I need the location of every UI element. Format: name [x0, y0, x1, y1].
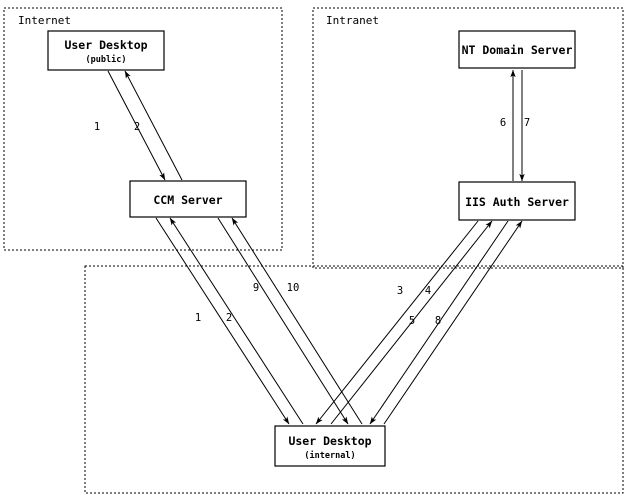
node-title-ccm-server: CCM Server — [153, 193, 222, 207]
flow-arrow-8-user-desktop-internal-to-iis-auth-server — [383, 220, 523, 425]
flow-step-label: 9 — [253, 282, 259, 294]
node-box-user-desktop-internal[interactable] — [274, 425, 386, 467]
zone-boundaries: Internet Intranet — [3, 7, 624, 494]
flow-arrow-9-ccm-server-to-user-desktop-internal — [217, 217, 349, 425]
node-iis-auth-server[interactable]: IIS Auth Server — [458, 181, 576, 221]
flow-arrow-3-iis-auth-server-to-user-desktop-internal — [315, 220, 479, 425]
flow-step-label: 3 — [397, 285, 403, 297]
node-box-user-desktop-public[interactable] — [47, 30, 165, 71]
flow-step-label: 6 — [500, 117, 506, 129]
node-box-iis-auth-server[interactable] — [458, 181, 576, 221]
node-ccm-server[interactable]: CCM Server — [129, 180, 247, 218]
zone-intranet: Intranet — [312, 7, 624, 269]
flow-step-label: 10 — [287, 282, 300, 294]
flow-step-label: 1 — [195, 312, 201, 324]
node-title-nt-domain-server: NT Domain Server — [462, 43, 573, 57]
node-title-iis-auth-server: IIS Auth Server — [465, 195, 569, 209]
node-user-desktop-public[interactable]: User Desktop (public) — [47, 30, 165, 71]
zone-boundary-internal-lan — [84, 265, 624, 494]
flow-step-label: 7 — [524, 117, 530, 129]
flow-arrow-4-user-desktop-internal-to-iis-auth-server — [330, 220, 493, 425]
flow-arrow-5-iis-auth-server-to-user-desktop-internal — [369, 220, 509, 425]
flow-step-label: 1 — [94, 121, 100, 133]
flow-step-label: 4 — [425, 285, 431, 297]
node-user-desktop-internal[interactable]: User Desktop (internal) — [274, 425, 386, 467]
node-subtitle-user-desktop-public: (public) — [86, 54, 127, 65]
zone-internal-lan — [84, 265, 624, 494]
flow-arrow-10-user-desktop-internal-to-ccm-server — [231, 217, 363, 425]
zone-label-internet: Internet — [18, 14, 71, 27]
flow-arrow-1-user-desktop-public-to-ccm-server — [107, 70, 166, 181]
node-boxes: User Desktop (public) CCM Server NT Domain … — [47, 30, 576, 467]
flow-arrow-2-ccm-server-to-user-desktop-public — [124, 70, 183, 181]
node-title-user-desktop-public: User Desktop — [64, 38, 147, 52]
node-box-nt-domain-server[interactable] — [458, 30, 576, 69]
zone-label-intranet: Intranet — [326, 14, 379, 27]
node-title-user-desktop-internal: User Desktop — [288, 434, 371, 448]
flow-step-label: 5 — [409, 315, 415, 327]
flow-arrows — [107, 69, 525, 425]
zone-boundary-intranet — [312, 7, 624, 269]
node-nt-domain-server[interactable]: NT Domain Server — [458, 30, 576, 69]
flow-step-labels: 1 2 1 2 9 10 3 4 5 8 6 7 — [94, 117, 530, 327]
zone-internet: Internet — [3, 7, 283, 251]
flow-arrow-2-user-desktop-internal-to-ccm-server — [169, 217, 304, 425]
node-subtitle-user-desktop-internal: (internal) — [304, 450, 355, 461]
flow-step-label: 2 — [226, 312, 232, 324]
flow-arrow-1-ccm-server-to-user-desktop-internal — [155, 217, 290, 425]
node-box-ccm-server[interactable] — [129, 180, 247, 218]
flow-step-label: 2 — [134, 121, 140, 133]
flow-step-label: 8 — [435, 315, 441, 327]
